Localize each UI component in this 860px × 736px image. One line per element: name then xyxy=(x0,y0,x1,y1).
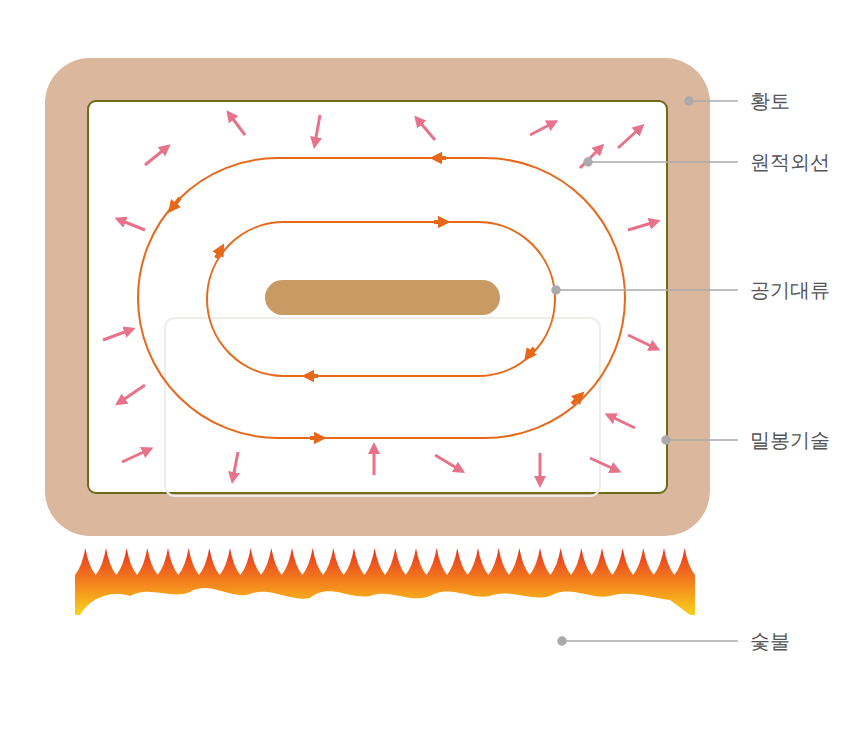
infrared-arrow xyxy=(435,455,460,470)
infrared-arrow xyxy=(145,148,166,165)
infrared-arrow xyxy=(373,448,376,475)
infrared-arrow xyxy=(628,335,655,348)
infrared-arrow xyxy=(618,128,640,148)
infrared-arrow xyxy=(103,330,130,340)
infrared-arrow xyxy=(233,452,238,478)
convection-arrow xyxy=(528,348,534,356)
outer-convection-loop xyxy=(138,158,625,438)
inner-rack xyxy=(165,318,600,496)
leader-lines xyxy=(552,97,738,645)
convection-arrow xyxy=(572,396,580,404)
infrared-arrow xyxy=(530,123,553,135)
callout-label: 황토 xyxy=(750,91,790,111)
convection-arrows xyxy=(172,158,580,438)
food-item xyxy=(265,280,500,315)
infrared-arrow xyxy=(120,385,145,402)
charcoal-fire xyxy=(75,548,695,615)
convection-arrow xyxy=(172,198,180,208)
convection-arrow xyxy=(434,220,444,224)
callout-label: 밀봉기술 xyxy=(750,430,830,450)
infrared-arrow xyxy=(122,450,148,462)
convection-arrow xyxy=(310,436,320,440)
infrared-arrow xyxy=(418,120,435,140)
convection-arrow xyxy=(216,249,221,258)
infrared-arrow xyxy=(315,115,320,143)
convection-arrow xyxy=(436,156,446,160)
infrared-arrow xyxy=(610,416,635,428)
infrared-arrow xyxy=(120,220,145,230)
infrared-arrow xyxy=(580,148,600,168)
inner-convection-loop xyxy=(207,222,555,376)
callout-label: 숯불 xyxy=(750,631,790,651)
convection-arrow xyxy=(308,374,318,378)
callout-label: 공기대류 xyxy=(750,280,830,300)
infrared-arrows xyxy=(103,115,655,482)
infrared-arrow xyxy=(230,115,245,135)
infrared-arrow xyxy=(539,453,542,482)
sealed-chamber xyxy=(88,101,667,493)
clay-wall xyxy=(45,58,710,536)
infrared-arrow xyxy=(590,458,616,470)
fire-glow xyxy=(80,588,690,615)
callout-label: 원적외선 xyxy=(750,152,830,172)
infrared-arrow xyxy=(628,222,655,230)
